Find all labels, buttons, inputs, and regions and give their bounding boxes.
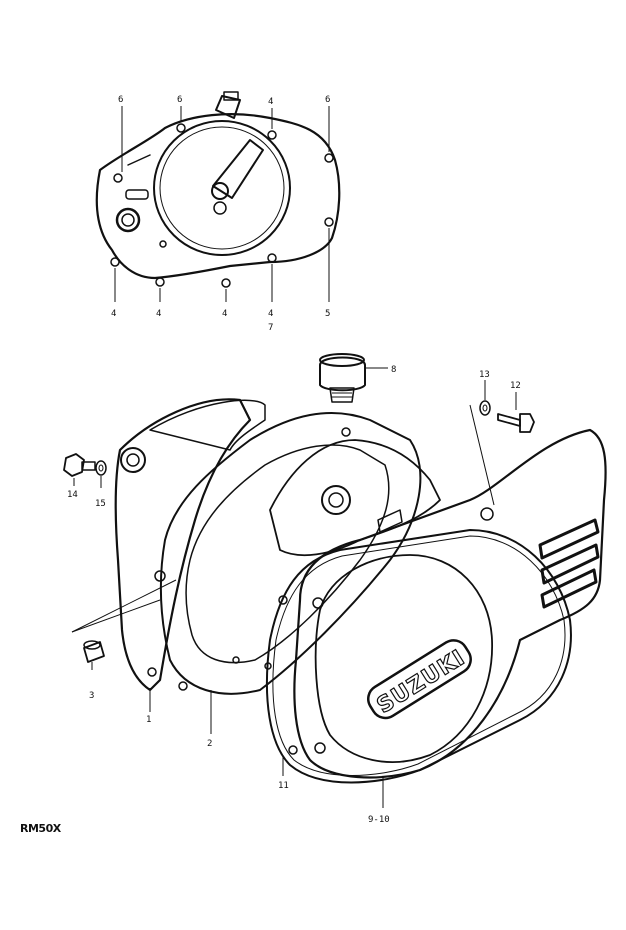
- callout-12: 12: [510, 381, 521, 391]
- callout-top-4d: 4: [222, 309, 227, 319]
- callout-13: 13: [479, 370, 490, 380]
- dowel-pin: [71, 579, 177, 670]
- callout-top-4c: 4: [156, 309, 161, 319]
- callout-11: 11: [278, 781, 289, 791]
- gasket: [159, 411, 422, 695]
- crankcase-cover: [114, 398, 266, 692]
- bolt-and-washer-left: [63, 453, 107, 488]
- cover-gasket: [264, 529, 572, 784]
- callout-top-6b: 6: [177, 95, 182, 105]
- callout-top-7: 7: [268, 323, 273, 333]
- diagram-code: RM50X: [20, 822, 61, 835]
- callout-3: 3: [89, 691, 94, 701]
- callout-top-4a: 4: [268, 97, 273, 107]
- exploded-view: SUZUKI 8 13 12 14 15 3 1 2 11 9-10: [63, 353, 607, 825]
- callout-top-6a: 6: [118, 95, 123, 105]
- vent-slots: [538, 518, 600, 609]
- callout-14: 14: [67, 490, 78, 500]
- callout-15: 15: [95, 499, 106, 509]
- filler-plug: [319, 353, 388, 403]
- callout-8: 8: [391, 365, 396, 375]
- callout-1: 1: [146, 715, 151, 725]
- suzuki-logo: SUZUKI: [373, 645, 470, 719]
- callout-top-6c: 6: [325, 95, 330, 105]
- callout-9-10: 9-10: [368, 815, 390, 825]
- callout-top-4e: 4: [268, 309, 273, 319]
- callout-top-5: 5: [325, 309, 330, 319]
- callout-2: 2: [207, 739, 212, 749]
- bolt-holes: [110, 123, 334, 288]
- top-cover-view: 6 6 4 6 4 4 4 4 7 5: [95, 91, 341, 333]
- bolt-and-washer-right: [469, 380, 535, 506]
- callout-top-4b: 4: [111, 309, 116, 319]
